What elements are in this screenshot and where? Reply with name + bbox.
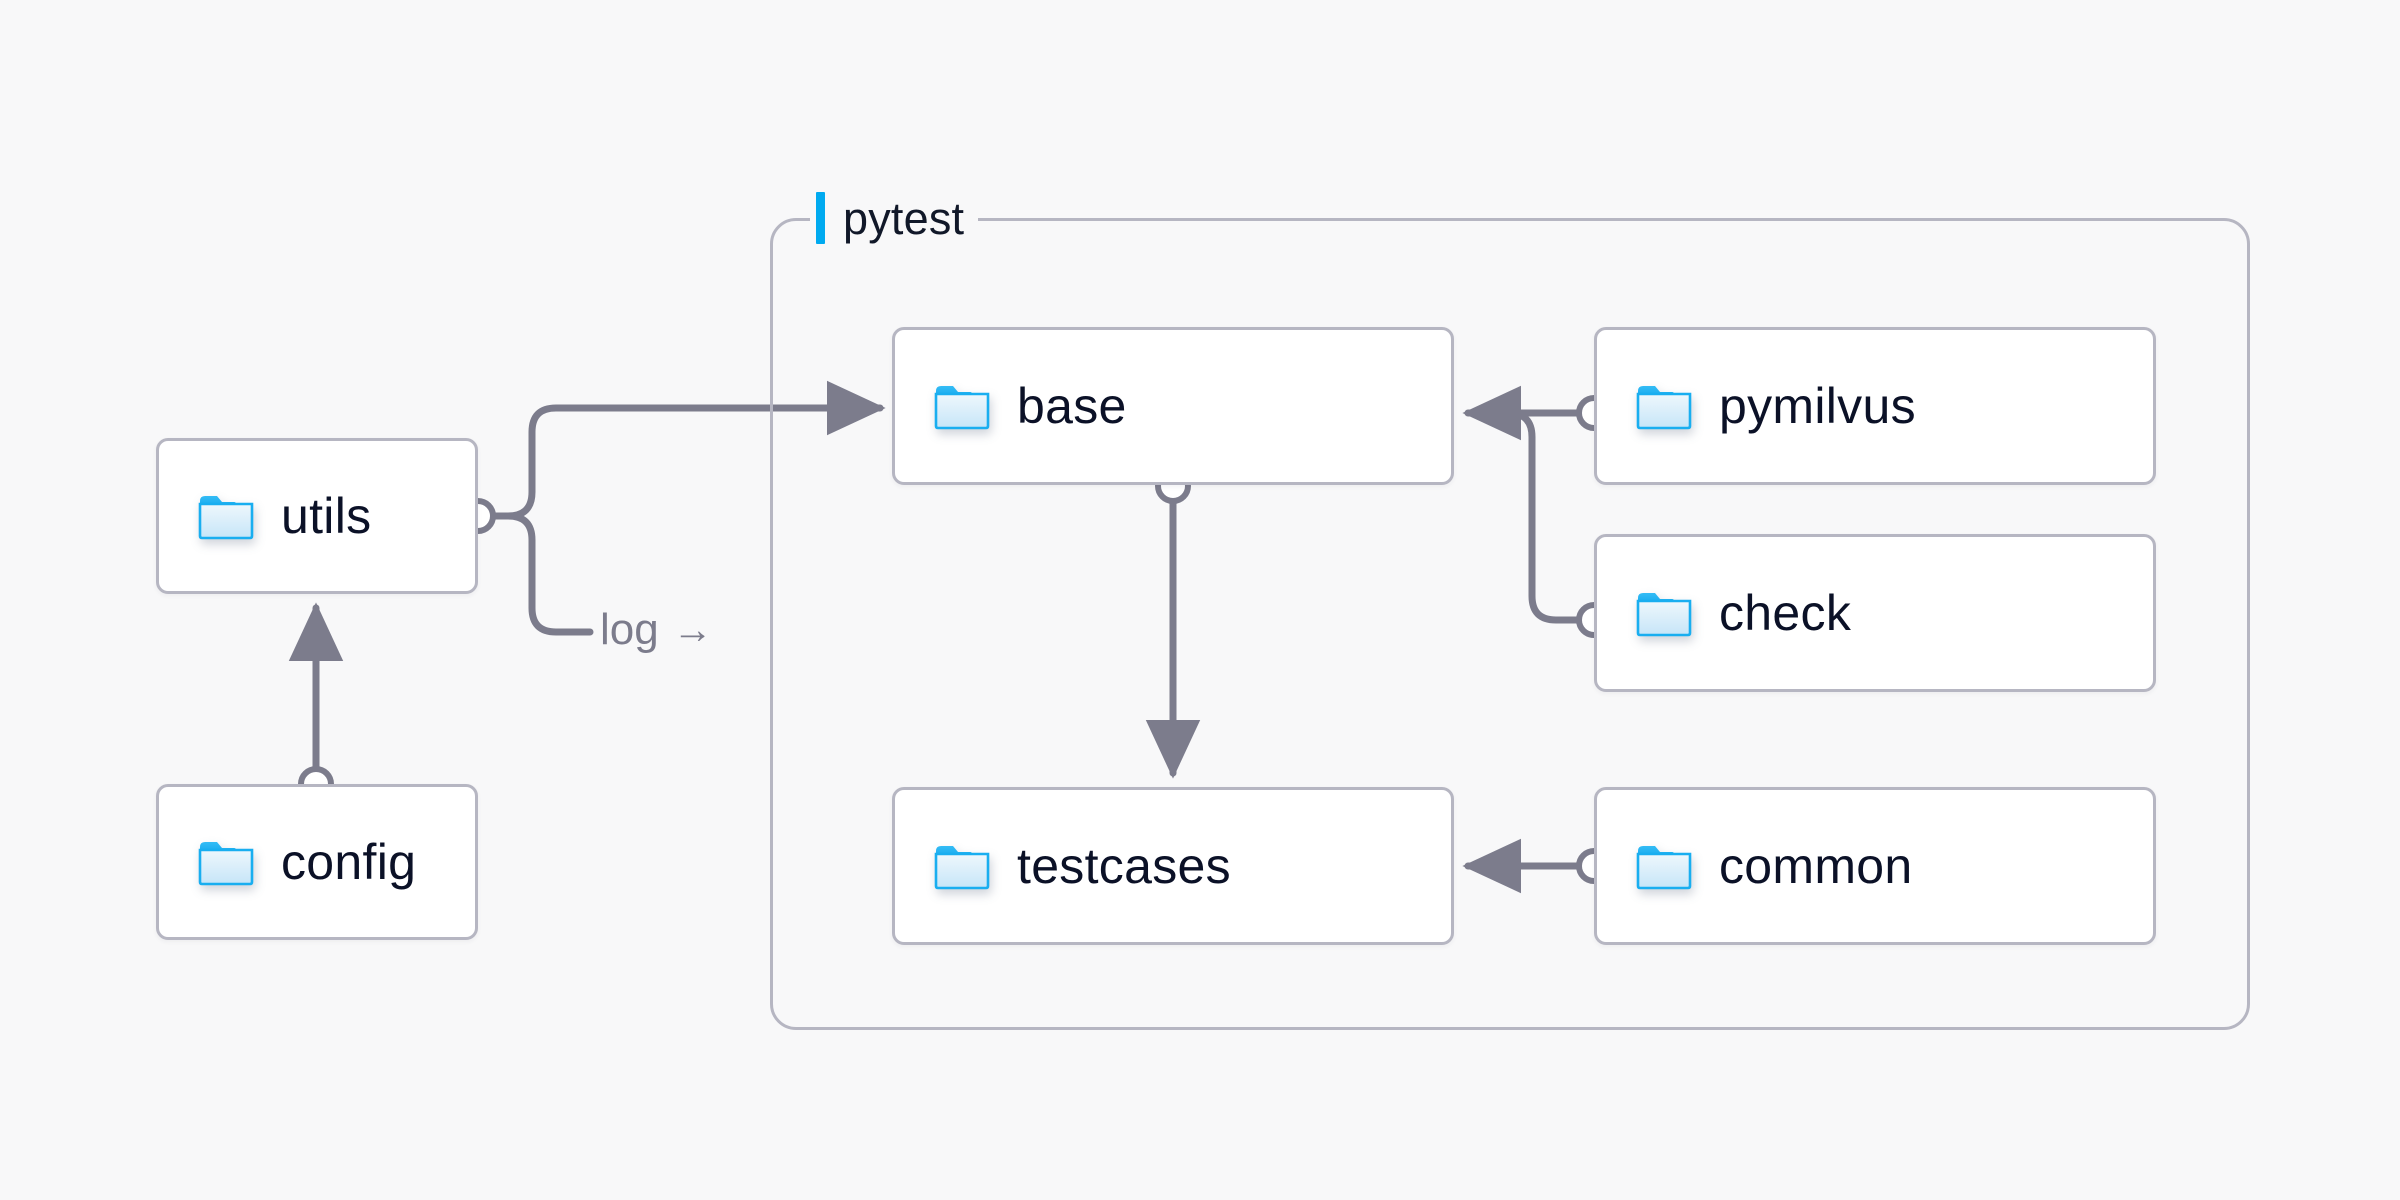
node-pymilvus[interactable]: pymilvus xyxy=(1594,327,2156,485)
edge-label-log: log → xyxy=(600,608,713,652)
edge-label-log-text: log xyxy=(600,605,659,654)
node-base[interactable]: base xyxy=(892,327,1454,485)
node-testcases[interactable]: testcases xyxy=(892,787,1454,945)
folder-icon xyxy=(1636,386,1692,430)
node-utils[interactable]: utils xyxy=(156,438,478,594)
folder-icon xyxy=(198,496,254,540)
node-pymilvus-label: pymilvus xyxy=(1719,378,1916,434)
node-common[interactable]: common xyxy=(1594,787,2156,945)
node-config-label: config xyxy=(281,834,417,890)
folder-icon xyxy=(934,386,990,430)
node-common-label: common xyxy=(1719,838,1913,894)
node-utils-label: utils xyxy=(281,488,372,544)
node-check[interactable]: check xyxy=(1594,534,2156,692)
group-pytest-title: pytest xyxy=(843,192,965,244)
node-testcases-label: testcases xyxy=(1017,838,1231,894)
node-config[interactable]: config xyxy=(156,784,478,940)
folder-icon xyxy=(934,846,990,890)
folder-icon xyxy=(1636,846,1692,890)
node-check-label: check xyxy=(1719,585,1852,641)
arrow-right-icon: → xyxy=(672,608,713,652)
group-pytest-label: pytest xyxy=(810,186,979,250)
folder-icon xyxy=(198,842,254,886)
group-pytest[interactable] xyxy=(770,218,2250,1030)
group-accent-bar xyxy=(816,192,825,244)
edge-utils-to-log xyxy=(504,512,594,636)
folder-icon xyxy=(1636,593,1692,637)
node-base-label: base xyxy=(1017,378,1127,434)
